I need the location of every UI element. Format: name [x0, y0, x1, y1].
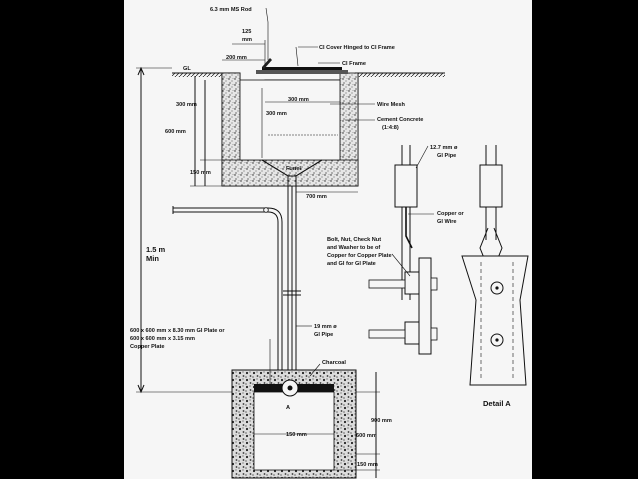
label-dim-600: 600 mm: [165, 129, 186, 135]
label-plate-3: Copper Plate: [130, 344, 165, 350]
label-cement-ratio: (1:4:8): [382, 125, 399, 131]
label-depth-15m: 1.5 m: [146, 245, 166, 254]
ci-cover: [256, 58, 348, 74]
leader-bolt: [391, 253, 411, 277]
pit-dimensions: [254, 372, 380, 478]
inspection-chamber: [221, 72, 359, 187]
label-dim-300-inner-w: 300 mm: [288, 97, 309, 103]
label-dim-125: 125: [242, 29, 251, 35]
label-dim-150-pit: 150 mm: [286, 432, 307, 438]
leader-lines: [265, 7, 375, 390]
label-charcoal: Charcoal: [322, 360, 346, 366]
label-ms-rod: 6.3 mm MS Rod: [210, 7, 252, 13]
label-plate-1: 600 x 600 mm x 8.30 mm GI Plate or: [130, 328, 225, 334]
label-dim-150-base: 150 mm: [190, 170, 211, 176]
label-funel: Funel: [286, 166, 301, 172]
gi-pipe-horizontal: [172, 206, 283, 378]
label-ci-frame: CI Frame: [342, 61, 366, 67]
label-dim-300-height: 300 mm: [176, 102, 197, 108]
label-ci-cover: CI Cover Hinged to CI Frame: [319, 45, 395, 51]
label-point-a: A: [286, 405, 290, 411]
label-detail-a: Detail A: [483, 399, 511, 408]
dim-top: [222, 22, 269, 66]
label-bolt-3: Copper for Copper Plate: [327, 253, 392, 259]
label-gl: GL: [183, 66, 191, 72]
label-bolt-4: and GI for GI Plate: [327, 261, 376, 267]
label-pipe-19: 19 mm ø: [314, 324, 337, 330]
label-pipe-127-b: GI Pipe: [437, 153, 456, 159]
funnel: [261, 134, 338, 186]
label-dim-200: 200 mm: [226, 55, 247, 61]
label-pipe-127: 12.7 mm ø: [430, 145, 458, 151]
label-bolt-1: Bolt, Nut, Check Nut: [327, 237, 381, 243]
earth-pit: [231, 369, 357, 479]
detail-a-plate: [461, 145, 529, 386]
depth-dimension: [136, 66, 232, 394]
label-depth-min: Min: [146, 254, 159, 263]
label-dim-600-pit: 600 mm: [356, 433, 377, 439]
label-copper-wire-b: GI Wire: [437, 219, 457, 225]
label-pipe-19-b: GI Pipe: [314, 332, 333, 338]
label-wire-mesh: Wire Mesh: [377, 102, 406, 108]
label-cement-concrete: Cement Concrete: [377, 117, 423, 123]
label-dim-150-bottom: 150 mm: [357, 462, 378, 468]
label-dim-300-inner-h: 300 mm: [266, 111, 287, 117]
label-dim-700: 700 mm: [306, 194, 327, 200]
label-dim-125-unit: mm: [242, 37, 252, 43]
label-dim-900: 900 mm: [371, 418, 392, 424]
leader-pipe-127: [415, 145, 429, 169]
detail-a-assembly: [368, 145, 438, 355]
label-plate-2: 600 x 600 mm x 3.15 mm: [130, 336, 195, 342]
dim-600: [190, 76, 222, 187]
label-copper-wire: Copper or: [437, 211, 465, 217]
label-bolt-2: and Washer to be of: [327, 245, 380, 251]
